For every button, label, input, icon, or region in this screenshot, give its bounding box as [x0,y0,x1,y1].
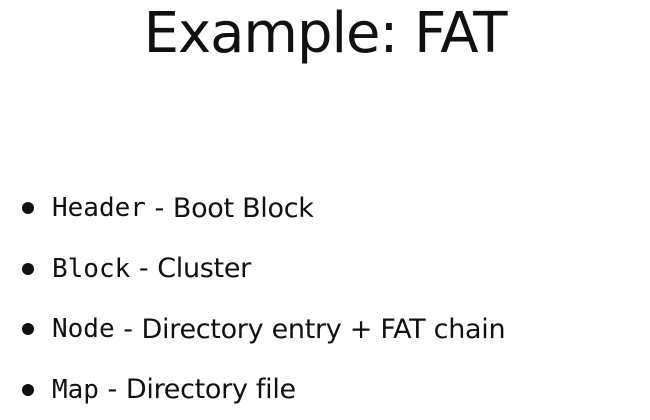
bullet-separator: - [130,253,157,284]
bullet-description: Boot Block [173,193,314,224]
bullet-item-map: Map - Directory file [22,360,505,420]
slide: Example: FAT Header - Boot Block Block -… [0,0,650,410]
bullet-separator: - [115,314,142,345]
bullet-dot-icon [22,202,34,214]
bullet-separator: - [146,193,173,224]
slide-title: Example: FAT [0,0,650,68]
bullet-list: Header - Boot Block Block - Cluster Node… [22,178,505,420]
bullet-dot-icon [22,323,34,335]
bullet-description: Directory entry + FAT chain [142,314,506,345]
bullet-item-header: Header - Boot Block [22,178,505,239]
bullet-term: Map [52,375,99,405]
bullet-dot-icon [22,384,34,396]
bullet-separator: - [99,374,126,405]
bullet-term: Block [52,254,130,284]
bullet-term: Header [52,193,146,223]
bullet-item-block: Block - Cluster [22,239,505,300]
bullet-description: Cluster [157,253,251,284]
bullet-term: Node [52,314,115,344]
bullet-dot-icon [22,263,34,275]
bullet-description: Directory file [126,374,296,405]
bullet-item-node: Node - Directory entry + FAT chain [22,299,505,360]
